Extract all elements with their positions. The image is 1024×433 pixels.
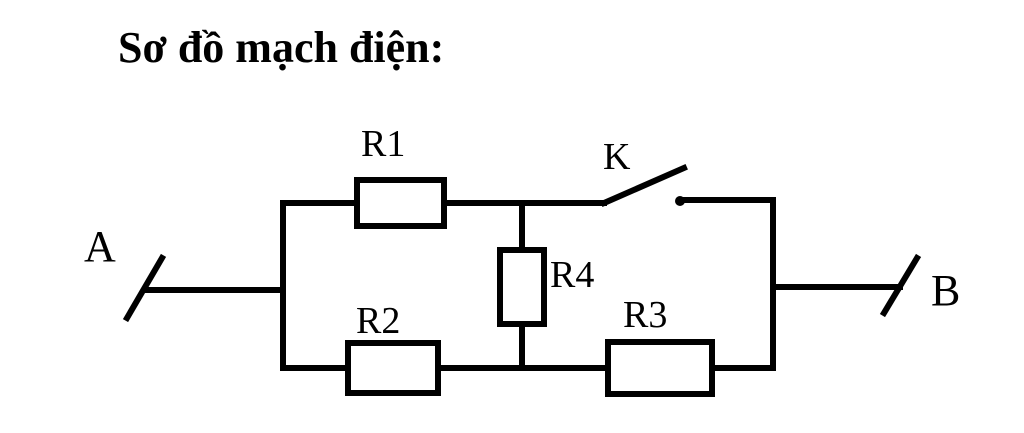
label-b: B — [931, 266, 960, 315]
switch-k-blade — [600, 164, 688, 207]
label-r2: R2 — [356, 300, 400, 342]
label-a: A — [84, 222, 116, 271]
resistor-r2 — [345, 340, 441, 396]
label-r1: R1 — [361, 123, 405, 165]
label-k: K — [603, 136, 631, 178]
resistor-r3 — [605, 339, 715, 397]
terminal-b-mark — [879, 253, 922, 318]
resistor-r1 — [354, 177, 447, 229]
diagram-title: Sơ đồ mạch điện: — [118, 23, 445, 72]
label-r3: R3 — [623, 294, 667, 336]
resistor-r4 — [497, 247, 547, 327]
label-r4: R4 — [550, 254, 594, 296]
